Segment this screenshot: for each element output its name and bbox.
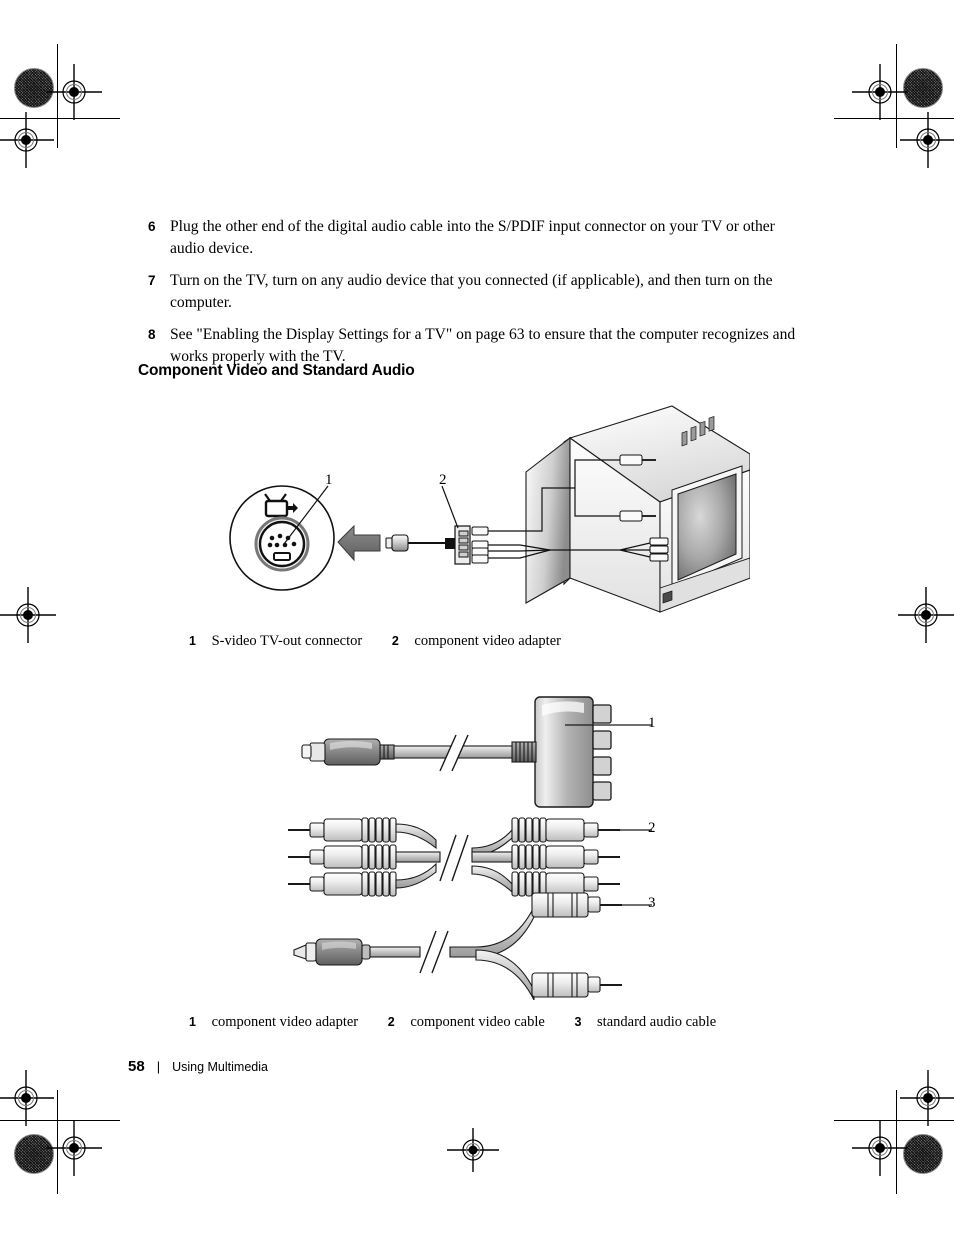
- trim-line-bottom-right-vertical: [896, 1090, 898, 1194]
- trim-line-top-right-horizontal: [834, 118, 954, 120]
- svideo-plug-lead: [385, 534, 455, 552]
- list-item: 8 See "Enabling the Display Settings for…: [148, 324, 808, 367]
- standard-audio-cable: [293, 892, 652, 1001]
- caption-number: 3: [574, 1015, 582, 1029]
- caption-number: 2: [387, 1015, 395, 1029]
- list-item: 7 Turn on the TV, turn on any audio devi…: [148, 270, 808, 313]
- figure2-callout-marker-1: 1: [648, 715, 656, 731]
- page-number: 58: [128, 1058, 145, 1075]
- caption-label: component video adapter: [414, 633, 561, 649]
- halftone-density-patch-top-left: [14, 68, 54, 108]
- cable-break-symbol: [439, 834, 469, 882]
- trim-line-bottom-left-vertical: [57, 1090, 59, 1194]
- figure1-callout-marker-1: 1: [325, 472, 333, 488]
- footer-separator: |: [156, 1059, 161, 1074]
- callout-leader-1: [283, 485, 329, 545]
- step-text: See "Enabling the Display Settings for a…: [170, 326, 796, 365]
- list-item: 6 Plug the other end of the digital audi…: [148, 216, 808, 259]
- callout-leader-2: [441, 485, 459, 529]
- instruction-steps-list: 6 Plug the other end of the digital audi…: [148, 216, 808, 378]
- halftone-density-patch-bottom-left: [14, 1134, 54, 1174]
- trim-line-top-right-vertical: [896, 44, 898, 148]
- caption-label: standard audio cable: [597, 1014, 717, 1030]
- step-number: 8: [148, 327, 156, 342]
- caption-number: 2: [391, 634, 399, 648]
- component-video-adapter-block: [454, 525, 471, 565]
- figure2-callout-marker-2: 2: [648, 820, 656, 836]
- figure-adapter-and-cables: 1 2 3: [280, 685, 680, 1001]
- rca-plugs-tv-side: [619, 454, 669, 562]
- caption-label: component video adapter: [211, 1014, 359, 1030]
- tv-out-icon: [264, 493, 298, 518]
- component-video-adapter: [301, 696, 652, 808]
- figure1-callout-marker-2: 2: [439, 472, 447, 488]
- rca-cable-runs: [488, 459, 651, 559]
- trim-line-bottom-right-horizontal: [834, 1120, 954, 1122]
- halftone-density-patch-top-right: [903, 68, 943, 108]
- step-number: 6: [148, 219, 156, 234]
- trim-line-top-left-horizontal: [0, 118, 120, 120]
- component-video-cable: [288, 817, 652, 897]
- step-text: Turn on the TV, turn on any audio device…: [170, 272, 773, 311]
- footer-section-title: Using Multimedia: [172, 1060, 268, 1074]
- section-heading: Component Video and Standard Audio: [138, 362, 415, 379]
- caption-number: 1: [189, 634, 196, 648]
- figure2-callout-marker-3: 3: [648, 895, 656, 911]
- figure1-caption: 1 S-video TV-out connector 2 component v…: [189, 633, 587, 650]
- cable-break-symbol: [419, 930, 449, 974]
- rca-plugs-adapter-side: [471, 526, 489, 564]
- svideo-connector-detail: [229, 485, 335, 591]
- step-text: Plug the other end of the digital audio …: [170, 218, 775, 257]
- figure-svideo-to-tv-connection: 1 2: [220, 398, 751, 633]
- step-number: 7: [148, 273, 156, 288]
- page-footer: 58 | Using Multimedia: [128, 1058, 268, 1075]
- insertion-arrow-icon: [337, 524, 381, 562]
- trim-line-top-left-vertical: [57, 44, 59, 148]
- trim-line-bottom-left-horizontal: [0, 1120, 120, 1122]
- cable-break-symbol: [439, 734, 469, 772]
- tv-illustration: [525, 405, 751, 613]
- caption-label: S-video TV-out connector: [211, 633, 363, 649]
- figure2-caption: 1 component video adapter 2 component vi…: [189, 1014, 742, 1031]
- halftone-density-patch-bottom-right: [903, 1134, 943, 1174]
- caption-number: 1: [189, 1015, 196, 1029]
- caption-label: component video cable: [410, 1014, 545, 1030]
